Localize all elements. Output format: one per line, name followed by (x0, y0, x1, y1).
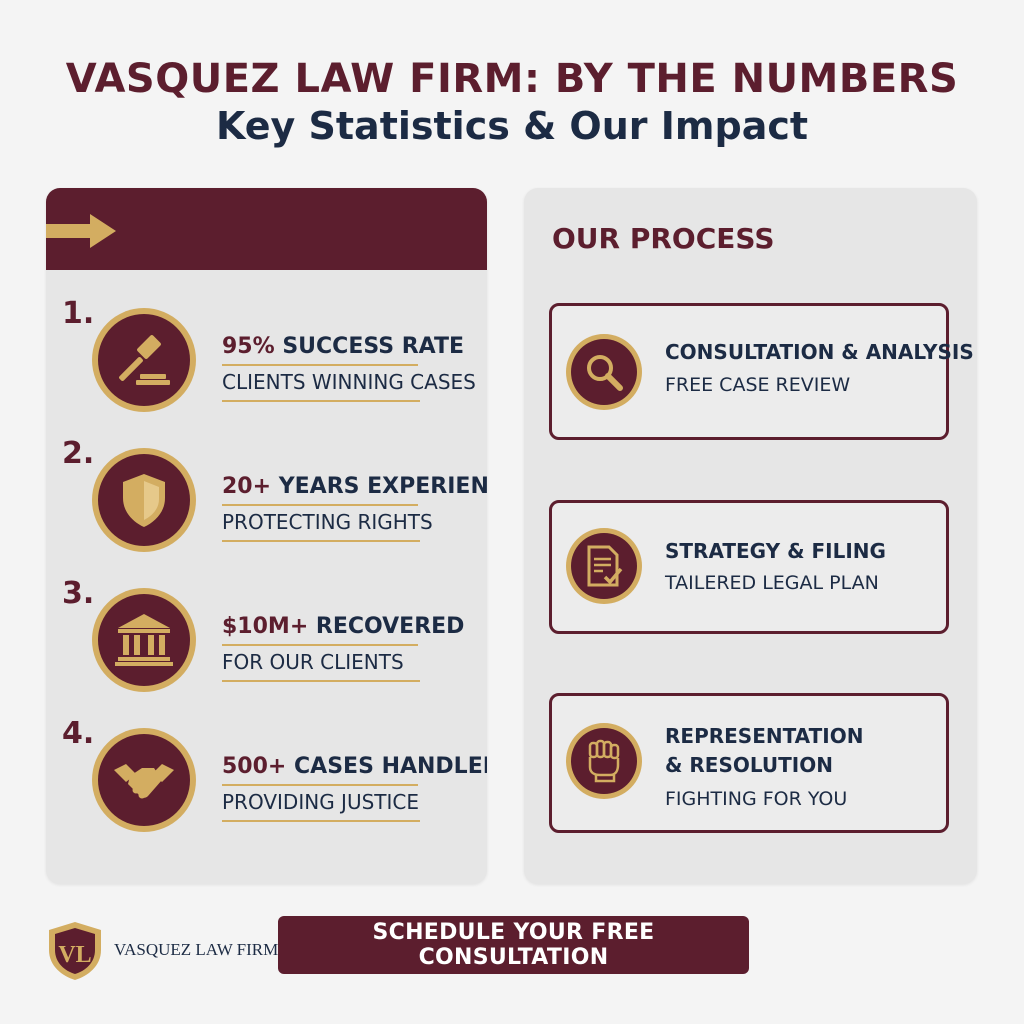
arrow-right-icon (46, 214, 116, 248)
step-caption: FREE CASE REVIEW (665, 374, 851, 396)
stat-icon-badge (92, 588, 196, 692)
stat-item-success-rate: 1. 95% SUCCESS RATE CLIENTS WINNING CASE… (46, 296, 487, 418)
stat-item-recovered: 3. $10M+ RECOVERED (46, 576, 487, 698)
stat-headline: $10M+ RECOVERED (222, 614, 465, 639)
shield-icon (123, 474, 165, 527)
svg-text:VL: VL (58, 942, 91, 968)
stat-number: 3. (62, 576, 95, 611)
stat-caption: PROTECTING RIGHTS (222, 510, 433, 534)
process-step-consultation: CONSULTATION & ANALYSIS FREE CASE REVIEW (549, 303, 974, 440)
step-caption: FIGHTING FOR YOU (665, 788, 848, 810)
stat-item-cases-handled: 4. 500+ CASES HANDLED PROVIDING JUSTICE (46, 716, 487, 838)
step-icon-badge (566, 723, 642, 799)
gold-divider (222, 504, 418, 506)
schedule-consultation-button[interactable]: SCHEDULE YOUR FREE CONSULTATION (278, 916, 749, 974)
process-step-strategy: STRATEGY & FILING TAILERED LEGAL PLAN (549, 500, 949, 634)
stat-number: 4. (62, 716, 95, 751)
stat-number: 1. (62, 296, 95, 331)
stat-number: 2. (62, 436, 95, 471)
page-title: VASQUEZ LAW FIRM: BY THE NUMBERS (65, 56, 959, 102)
process-title: OUR PROCESS (552, 222, 775, 255)
stat-icon-badge (92, 308, 196, 412)
gold-divider (222, 540, 420, 542)
stat-item-years-experience: 2. 20+ YEARS EXPERIENCE PROTECTING RIGHT… (46, 436, 487, 558)
gavel-icon (119, 335, 170, 385)
step-title: CONSULTATION & ANALYSIS (665, 340, 974, 364)
stat-caption: PROVIDING JUSTICE (222, 790, 419, 814)
stat-caption: FOR OUR CLIENTS (222, 650, 404, 674)
process-step-representation: REPRESENTATION & RESOLUTION FIGHTING FOR… (549, 693, 949, 833)
step-caption: TAILERED LEGAL PLAN (665, 572, 879, 594)
brand-name: VASQUEZ LAW FIRM (114, 940, 279, 959)
step-icon-badge (566, 528, 642, 604)
stat-headline: 95% SUCCESS RATE (222, 334, 465, 359)
stat-headline: 500+ CASES HANDLED (222, 754, 487, 779)
courthouse-icon (115, 614, 173, 666)
magnifier-icon (587, 355, 623, 391)
stat-headline: 20+ YEARS EXPERIENCE (222, 474, 487, 499)
gold-divider (222, 820, 420, 822)
gold-divider (222, 400, 420, 402)
raised-fist-icon (588, 739, 620, 783)
document-check-icon (587, 545, 623, 587)
gold-divider (222, 784, 418, 786)
stat-icon-badge (92, 728, 196, 832)
gold-divider (222, 680, 420, 682)
step-title: STRATEGY & FILING (665, 539, 886, 563)
handshake-icon (114, 764, 174, 799)
step-title: REPRESENTATION & RESOLUTION (665, 724, 864, 777)
stats-panel-header (46, 188, 487, 270)
gold-divider (222, 364, 418, 366)
page-subtitle: Key Statistics & Our Impact (215, 104, 809, 148)
stat-icon-badge (92, 448, 196, 552)
step-icon-badge (566, 334, 642, 410)
stats-panel: 1. 95% SUCCESS RATE CLIENTS WINNING CASE… (46, 188, 487, 884)
process-panel: OUR PROCESS CONSULTATION & ANALYSIS FREE… (524, 188, 977, 884)
firm-logo-shield: VL (49, 922, 101, 980)
gold-divider (222, 644, 418, 646)
stat-caption: CLIENTS WINNING CASES (222, 370, 476, 394)
